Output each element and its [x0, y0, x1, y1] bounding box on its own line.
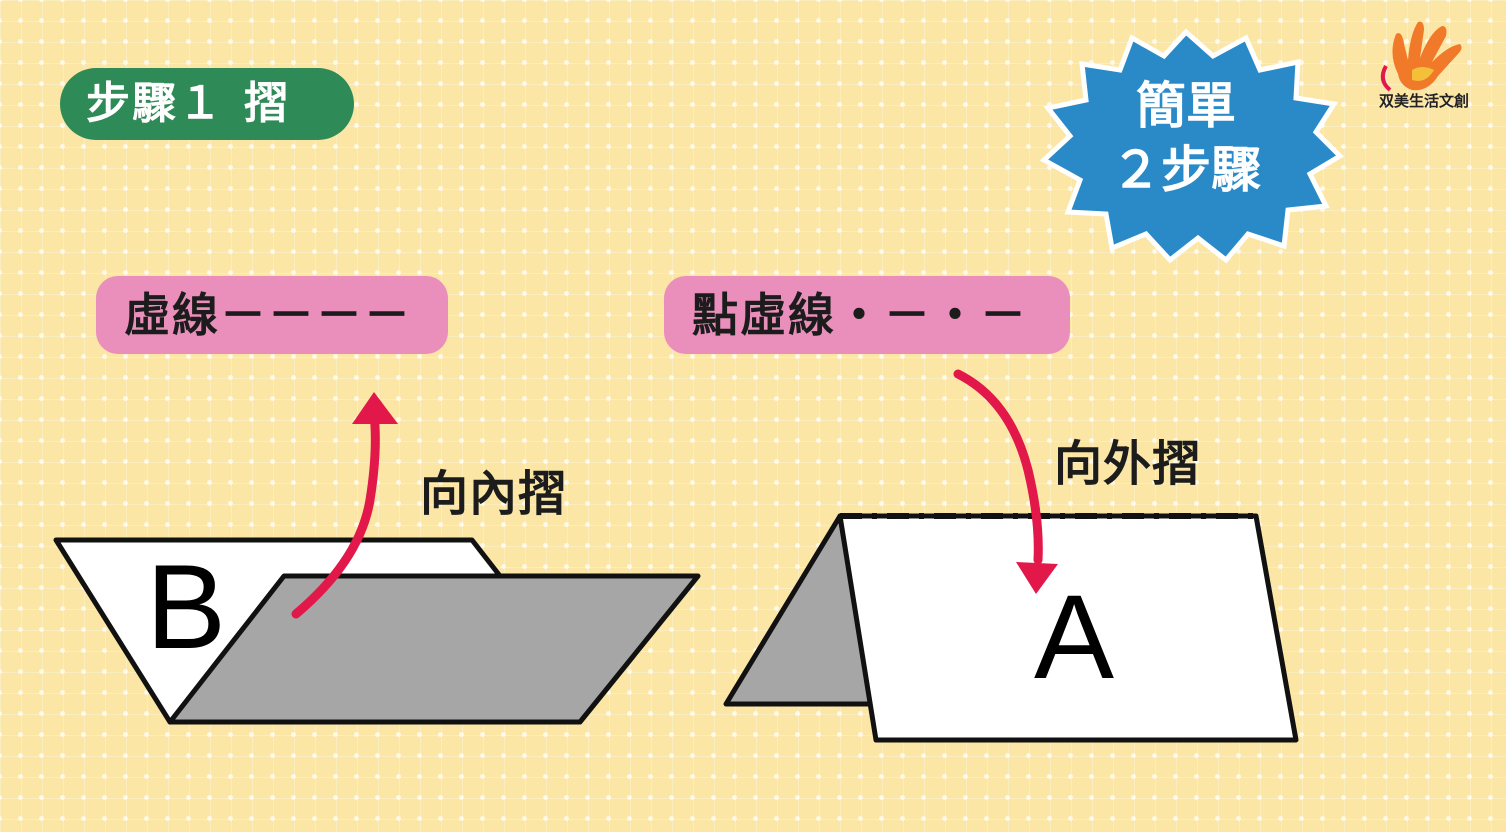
- badge-line-2: ２步驟: [1111, 141, 1261, 199]
- letter-a: A: [1034, 570, 1114, 704]
- fold-inward-label: 向內摺: [420, 466, 568, 522]
- arrow-down-head: [1016, 562, 1058, 594]
- letter-b: B: [146, 540, 226, 674]
- hand-logo-icon: [1380, 21, 1462, 92]
- step-action: 摺: [244, 78, 290, 129]
- tent-front-a: [837, 513, 1299, 743]
- fold-out-diagram: A: [723, 369, 1299, 743]
- badge-text: 簡單 ２步驟: [1028, 74, 1344, 202]
- dot-dash-line-label: 點虛線・－・－: [664, 276, 1070, 354]
- arrow-down: [953, 369, 1043, 565]
- dashed-line-label: 虛線－－－－: [96, 276, 448, 354]
- fold-in-diagram: B: [53, 392, 701, 725]
- logo-text: 双美生活文創: [1378, 92, 1469, 110]
- starburst-badge: [1039, 28, 1344, 264]
- step-number: 步驟１: [86, 78, 224, 129]
- arrow-up: [291, 409, 380, 619]
- badge-line-1: 簡單: [1136, 77, 1236, 135]
- step-badge: 步驟１ 摺: [60, 68, 354, 140]
- starburst-shape: [1039, 28, 1344, 264]
- fold-outward-label: 向外摺: [1054, 436, 1202, 492]
- arrow-up-head: [352, 392, 398, 424]
